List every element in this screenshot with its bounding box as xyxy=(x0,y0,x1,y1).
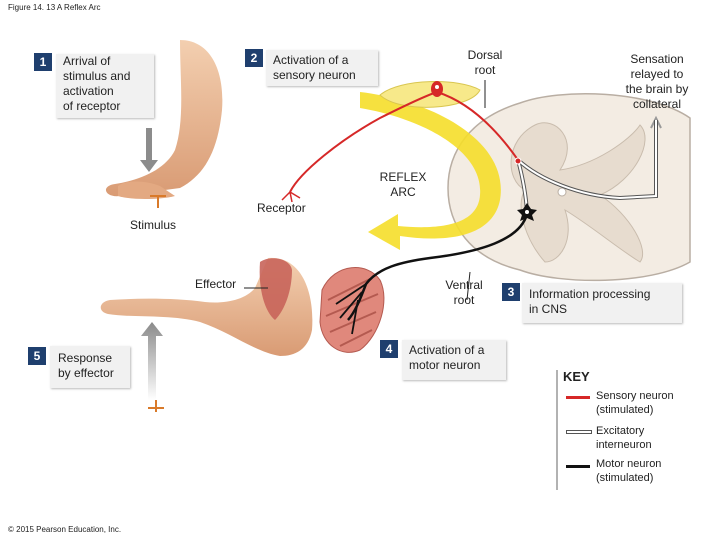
step-4-box xyxy=(402,340,506,380)
reflex-arc-arrow xyxy=(360,92,501,250)
key-interneuron-swatch xyxy=(566,430,592,434)
key-sensory-swatch xyxy=(566,396,590,399)
step-4-badge: 4 xyxy=(380,340,398,358)
step-5-badge: 5 xyxy=(28,347,46,365)
step-5-box xyxy=(50,346,130,388)
stimulus-label: Stimulus xyxy=(130,218,177,232)
key-motor-text: Motor neuron (stimulated) xyxy=(596,458,662,484)
step-3-text: Information processing in CNS xyxy=(529,287,651,316)
step-3-badge: 3 xyxy=(502,283,520,301)
stimulus-mark-icon xyxy=(150,195,166,208)
step-1-text: Arrival of stimulus and activation of re… xyxy=(63,54,131,113)
upper-hand xyxy=(118,181,175,199)
step-5-text: Response by effector xyxy=(58,351,114,380)
motor-neuron xyxy=(347,213,529,321)
sensory-neuron xyxy=(289,90,519,193)
step-2-box xyxy=(266,50,378,86)
response-arrow-icon xyxy=(141,322,163,400)
receptor-endings-icon xyxy=(281,191,301,203)
sensation-label: Sensation relayed to the brain by collat… xyxy=(625,52,689,111)
ventral-root-label: Ventral root xyxy=(445,278,483,307)
reflex-arc-label: REFLEX ARC xyxy=(379,170,427,199)
key-motor-swatch xyxy=(566,465,590,468)
key-title: KEY xyxy=(563,369,590,384)
step-2-text: Activation of a sensory neuron xyxy=(273,53,356,82)
dorsal-root-label: Dorsal root xyxy=(467,48,503,77)
lower-arm xyxy=(100,257,313,356)
effector-label: Effector xyxy=(195,277,237,291)
synapse-dot-icon xyxy=(514,157,522,165)
key-sensory-text: Sensory neuron (stimulated) xyxy=(596,390,674,416)
step-4-text: Activation of a motor neuron xyxy=(409,343,485,372)
effector-mark-icon xyxy=(148,400,164,412)
step-2-badge: 2 xyxy=(245,49,263,67)
step-1-box xyxy=(56,54,154,118)
step-1-badge: 1 xyxy=(34,53,52,71)
motor-endings-icon xyxy=(335,283,367,335)
stimulus-arrow-icon xyxy=(140,128,158,172)
motor-cell-body-icon xyxy=(517,203,537,221)
key-interneuron-text: Excitatory interneuron xyxy=(596,425,652,451)
effector-muscle xyxy=(259,258,292,320)
leader-lines xyxy=(244,80,486,301)
receptor-label: Receptor xyxy=(257,201,306,215)
figure-title: Figure 14. 13 A Reflex Arc xyxy=(8,3,101,12)
muscle-bundle xyxy=(319,267,385,353)
copyright: © 2015 Pearson Education, Inc. xyxy=(8,525,122,534)
upper-arm xyxy=(105,40,223,197)
step-3-box xyxy=(522,283,682,323)
sensory-cell-body-icon xyxy=(431,81,443,97)
